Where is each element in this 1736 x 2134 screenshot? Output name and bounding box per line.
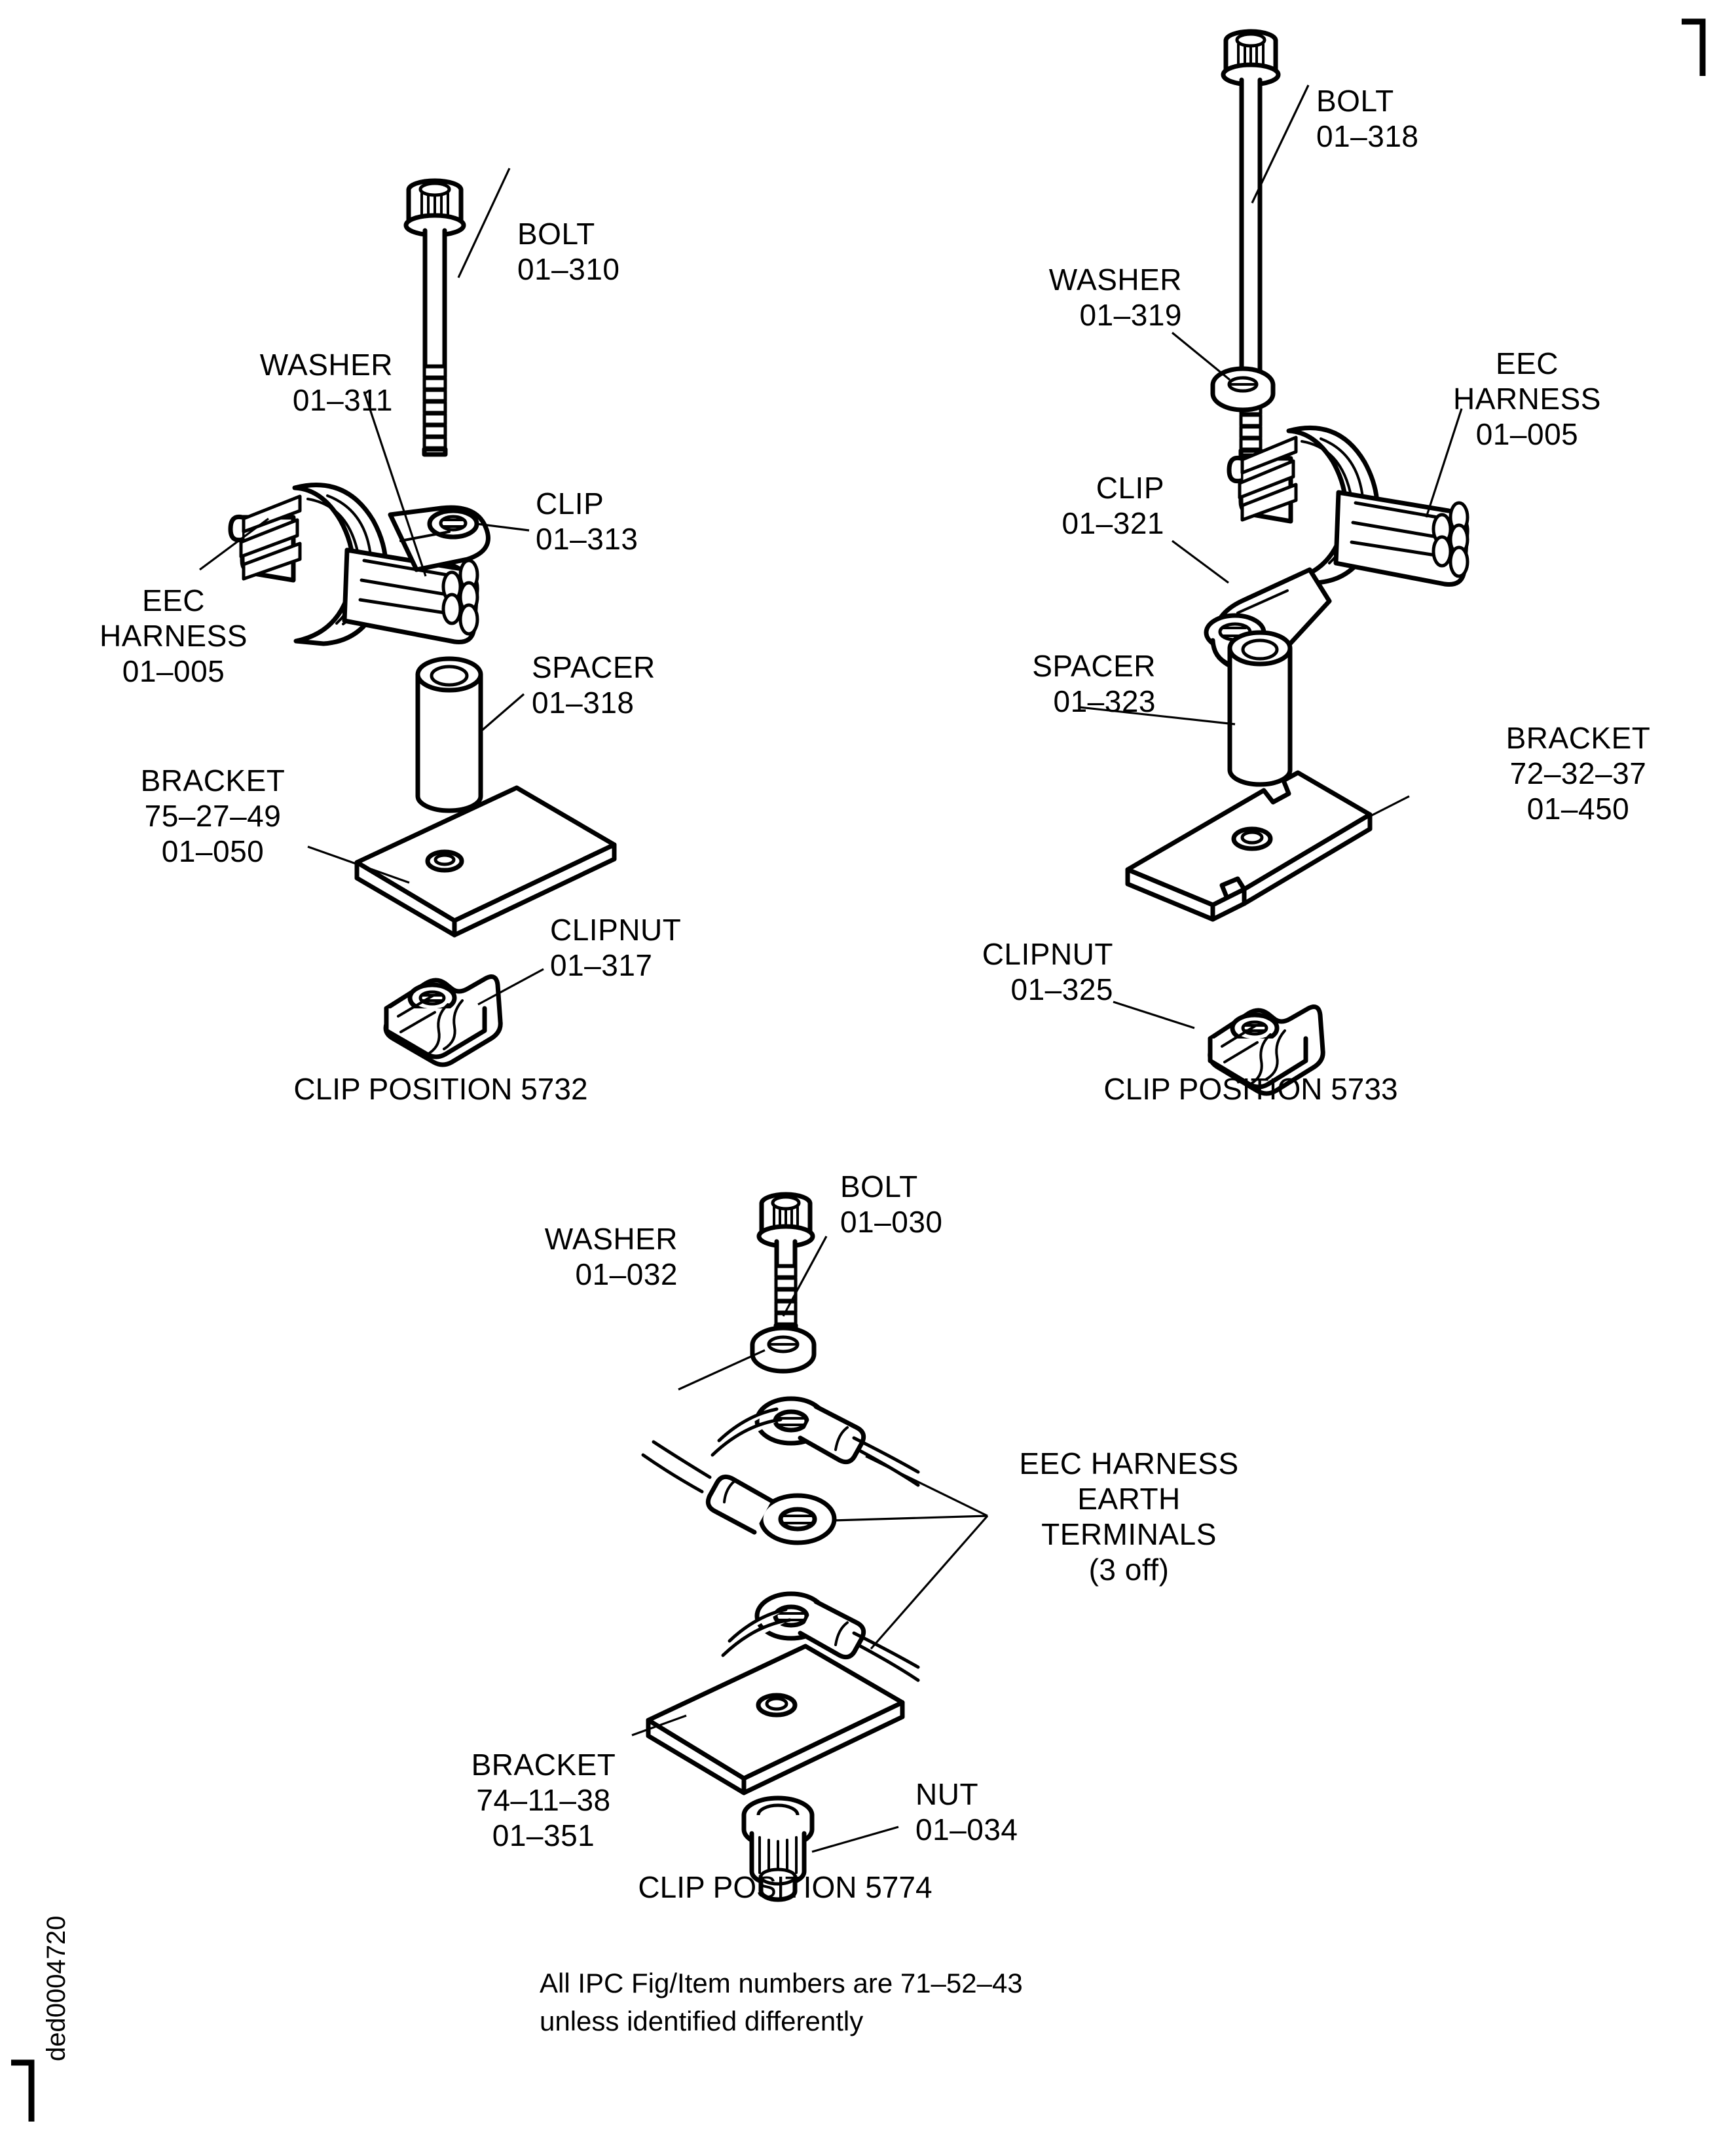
part-name-text: BOLT — [517, 217, 595, 251]
label-bolt-01-318: BOLT 01–318 — [1316, 83, 1419, 154]
leader-lines-5774 — [631, 1236, 989, 1853]
part-number-text: 01–323 — [1053, 684, 1156, 718]
part-number-line2: 01–351 — [492, 1818, 595, 1852]
clip-position-label-5733: CLIP POSITION 5733 — [1103, 1072, 1398, 1106]
part-name-text: BOLT — [840, 1169, 918, 1204]
earth-terminal-2-drawing — [641, 1440, 837, 1545]
label-clipnut-01-317: CLIPNUT 01–317 — [550, 912, 681, 983]
part-number-text: 01–321 — [1062, 506, 1164, 540]
clipnut-01-317-drawing — [383, 974, 503, 1067]
part-number-text: 01–005 — [122, 654, 225, 688]
part-name-text: CLIPNUT — [982, 937, 1113, 971]
leader-lines-5732 — [199, 168, 544, 1006]
ipc-footer-note: All IPC Fig/Item numbers are 71–52–43 un… — [540, 1964, 1023, 2040]
label-bracket-01-050: BRACKET 75–27–49 01–050 — [141, 763, 286, 869]
part-number-line1: 72–32–37 — [1509, 756, 1647, 790]
label-spacer-01-318: SPACER 01–318 — [532, 650, 656, 720]
label-eec-harness-01-005-right: EEC HARNESS 01–005 — [1453, 346, 1601, 452]
clip-position-label-5774: CLIP POSITION 5774 — [638, 1870, 933, 1904]
label-bolt-01-030: BOLT 01–030 — [840, 1169, 943, 1240]
bracket-01-351-drawing — [646, 1644, 905, 1795]
part-name-text: CLIP — [536, 487, 604, 521]
part-number-line1: 74–11–38 — [476, 1783, 611, 1817]
part-name-line1: EEC — [141, 583, 206, 617]
drawing-id-tag: ded0004720 — [42, 1915, 71, 2061]
part-name-text: BOLT — [1316, 84, 1394, 118]
part-name-line1: EEC — [1495, 346, 1559, 380]
part-name-text: WASHER — [1048, 263, 1182, 297]
part-name-text: WASHER — [544, 1222, 678, 1256]
part-number-text: 01–318 — [532, 686, 635, 720]
part-number-text: 01–325 — [1010, 972, 1113, 1006]
terminal-name-line1: EEC HARNESS — [1019, 1446, 1239, 1481]
label-eec-harness-01-005-left: EEC HARNESS 01–005 — [100, 583, 248, 689]
bolt-01-310-drawing — [403, 178, 466, 457]
label-clipnut-01-325: CLIPNUT 01–325 — [982, 936, 1113, 1007]
part-name-text: BRACKET — [471, 1748, 616, 1782]
label-washer-01-032: WASHER 01–032 — [545, 1221, 678, 1292]
part-number-text: 01–034 — [915, 1812, 1018, 1847]
clip-01-313-drawing — [228, 483, 490, 646]
nut-01-034-drawing — [741, 1795, 815, 1902]
footer-note-line1: All IPC Fig/Item numbers are 71–52–43 — [540, 1968, 1023, 1998]
part-name-line2: HARNESS — [1453, 382, 1601, 416]
crop-mark-top-right — [1682, 18, 1706, 76]
part-number-line1: 75–27–49 — [144, 799, 282, 833]
part-name-text: CLIP — [1096, 471, 1164, 505]
part-name-line2: HARNESS — [100, 619, 248, 653]
label-bolt-01-310: BOLT 01–310 — [517, 216, 620, 287]
bracket-01-450-drawing — [1125, 770, 1373, 922]
clipnut-01-325-drawing — [1208, 1004, 1325, 1096]
harness-wire-ends — [441, 559, 479, 636]
part-number-line2: 01–450 — [1526, 792, 1630, 826]
washer-01-032-drawing — [750, 1325, 817, 1374]
part-name-text: WASHER — [259, 348, 393, 382]
part-name-text: NUT — [915, 1777, 979, 1811]
label-nut-01-034: NUT 01–034 — [915, 1776, 1018, 1847]
leader-lines-5733 — [1079, 84, 1463, 1029]
part-number-text: 01–032 — [575, 1257, 678, 1291]
spacer-01-323-drawing — [1227, 630, 1293, 787]
spacer-01-318-drawing — [415, 656, 483, 813]
part-number-text: 01–311 — [292, 383, 393, 417]
bolt-01-030-drawing — [756, 1192, 815, 1333]
label-spacer-01-323: SPACER 01–323 — [1032, 648, 1156, 719]
label-bracket-01-351: BRACKET 74–11–38 01–351 — [471, 1747, 616, 1853]
footer-note-line2: unless identified differently — [540, 2006, 864, 2036]
part-number-text: 01–318 — [1316, 119, 1419, 153]
part-name-text: BRACKET — [140, 763, 286, 798]
harness-wire-ends — [1431, 501, 1469, 578]
part-number-text: 01–310 — [517, 252, 620, 286]
terminal-count-text: (3 off) — [1088, 1553, 1170, 1587]
assembly-5732-artwork — [199, 168, 617, 1067]
bracket-01-050-drawing — [354, 785, 617, 938]
earth-terminal-1-drawing — [711, 1396, 920, 1487]
clip-position-label-5732: CLIP POSITION 5732 — [293, 1072, 588, 1106]
label-clip-01-313: CLIP 01–313 — [536, 486, 638, 557]
part-name-text: SPACER — [1032, 649, 1156, 683]
assembly-5733-artwork — [1079, 29, 1469, 1096]
label-washer-01-311: WASHER 01–311 — [260, 347, 393, 418]
assembly-5774-artwork — [631, 1192, 989, 1902]
part-number-text: 01–005 — [1475, 417, 1579, 451]
part-number-text: 01–313 — [536, 522, 638, 556]
label-washer-01-319: WASHER 01–319 — [1049, 262, 1182, 333]
part-number-line2: 01–050 — [161, 834, 265, 868]
part-name-text: SPACER — [532, 650, 656, 684]
earth-terminal-3-drawing — [721, 1591, 920, 1682]
terminal-name-line2: EARTH — [1077, 1482, 1181, 1516]
label-bracket-01-450: BRACKET 72–32–37 01–450 — [1506, 720, 1651, 826]
part-number-text: 01–030 — [840, 1205, 943, 1239]
part-name-text: BRACKET — [1505, 721, 1651, 755]
part-name-text: CLIPNUT — [550, 913, 682, 947]
part-number-text: 01–319 — [1079, 298, 1182, 332]
label-eec-harness-earth-terminals: EEC HARNESS EARTH TERMINALS (3 off) — [1019, 1446, 1238, 1587]
label-clip-01-321: CLIP 01–321 — [1062, 470, 1165, 541]
washer-01-319-drawing — [1210, 366, 1276, 413]
part-number-text: 01–317 — [550, 948, 653, 982]
crop-mark-bottom-left — [11, 2059, 35, 2122]
terminal-name-line3: TERMINALS — [1041, 1517, 1217, 1551]
